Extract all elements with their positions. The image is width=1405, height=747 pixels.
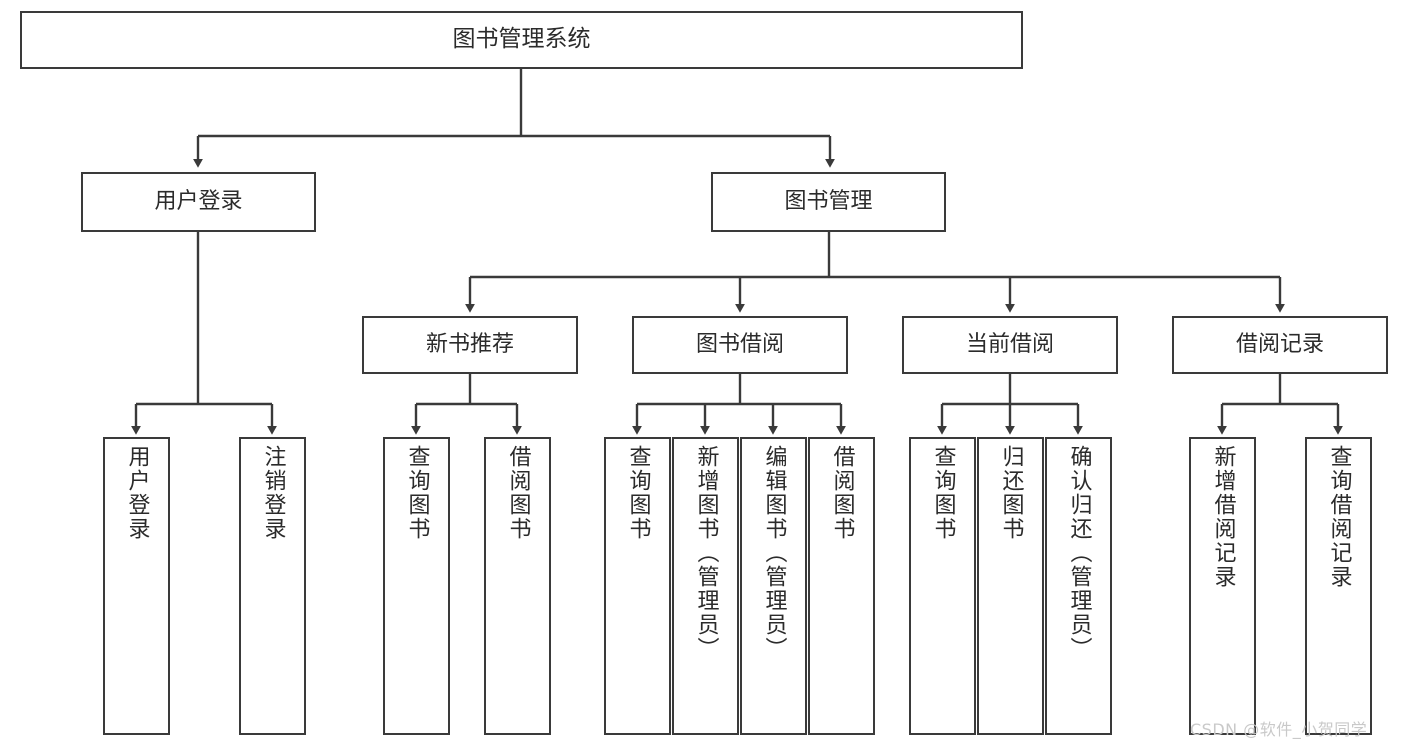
node-leaf-user-login[interactable]: 用户登录	[103, 437, 170, 735]
node-label: 编辑图书（管理员）	[761, 445, 787, 661]
node-leaf-records-add-record[interactable]: 新增借阅记录	[1189, 437, 1256, 735]
node-leaf-borrow-query-book[interactable]: 查询图书	[604, 437, 671, 735]
node-leaf-newbook-query-book[interactable]: 查询图书	[383, 437, 450, 735]
node-new-book-recommend[interactable]: 新书推荐	[362, 316, 578, 374]
node-label: 借阅图书	[505, 445, 531, 541]
node-label: 当前借阅	[965, 331, 1054, 357]
node-leaf-current-confirm-return-admin[interactable]: 确认归还（管理员）	[1045, 437, 1112, 735]
node-leaf-newbook-borrow-book[interactable]: 借阅图书	[484, 437, 551, 735]
node-label: 查询借阅记录	[1326, 445, 1352, 589]
node-label: 借阅图书	[829, 445, 855, 541]
node-label: 归还图书	[998, 445, 1024, 541]
node-label: 图书管理	[784, 188, 873, 214]
node-label: 借阅记录	[1235, 331, 1324, 357]
node-current-borrow[interactable]: 当前借阅	[902, 316, 1118, 374]
node-leaf-borrow-edit-book-admin[interactable]: 编辑图书（管理员）	[740, 437, 807, 735]
node-label: 用户登录	[124, 445, 150, 541]
node-label: 图书借阅	[695, 331, 784, 357]
node-label: 新书推荐	[425, 331, 514, 357]
node-label: 新增借阅记录	[1210, 445, 1236, 589]
node-root-book-management-system[interactable]: 图书管理系统	[20, 11, 1023, 69]
node-borrow-records[interactable]: 借阅记录	[1172, 316, 1388, 374]
node-label: 图书管理系统	[452, 26, 591, 53]
node-leaf-borrow-add-book-admin[interactable]: 新增图书（管理员）	[672, 437, 739, 735]
node-label: 注销登录	[260, 445, 286, 541]
node-label: 确认归还（管理员）	[1066, 445, 1092, 661]
node-label: 查询图书	[404, 445, 430, 541]
node-leaf-current-return-book[interactable]: 归还图书	[977, 437, 1044, 735]
node-label: 用户登录	[154, 188, 243, 214]
csdn-watermark: CSDN @软件_小贺同学	[1190, 720, 1368, 739]
node-leaf-user-logout[interactable]: 注销登录	[239, 437, 306, 735]
node-label: 查询图书	[625, 445, 651, 541]
node-label: 新增图书（管理员）	[693, 445, 719, 661]
node-book-management[interactable]: 图书管理	[711, 172, 946, 232]
node-leaf-current-query-book[interactable]: 查询图书	[909, 437, 976, 735]
node-label: 查询图书	[930, 445, 956, 541]
node-user-login[interactable]: 用户登录	[81, 172, 316, 232]
node-leaf-borrow-lend-book[interactable]: 借阅图书	[808, 437, 875, 735]
node-leaf-records-query-record[interactable]: 查询借阅记录	[1305, 437, 1372, 735]
node-book-borrow[interactable]: 图书借阅	[632, 316, 848, 374]
